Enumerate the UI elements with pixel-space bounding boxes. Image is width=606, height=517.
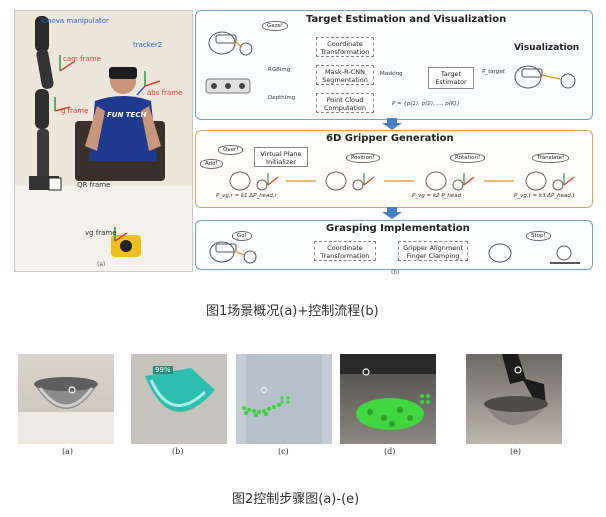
panel-gripper-generation: 6D Gripper Generation Over! Add! Virtual… xyxy=(195,130,593,208)
panel-title-target: Target Estimation and Visualization xyxy=(306,14,507,25)
viz-head-icon xyxy=(514,65,576,89)
cam-frame-label: cam frame xyxy=(63,55,101,63)
rgbimg-label: RGBimg xyxy=(268,67,291,73)
bowl-image xyxy=(18,377,114,444)
panel-grasping: Grasping Implementation Go! Coordinate T… xyxy=(195,220,593,270)
subfig-label-d: (d) xyxy=(384,447,396,456)
head-icon xyxy=(209,241,257,264)
box-target-estimator: Target Estimator xyxy=(428,67,474,89)
figure1-caption: 图1场景概况(a)+控制流程(b) xyxy=(206,304,379,319)
step-photo-c xyxy=(236,354,332,444)
masking-label: Masking xyxy=(380,71,403,77)
subfig-label-b: (b) xyxy=(172,447,184,456)
final-grasp-icons xyxy=(488,243,580,264)
point-cloud-image xyxy=(242,354,322,444)
bubble-position: Position! xyxy=(346,153,380,163)
panel-title-grasping: Grasping Implementation xyxy=(326,223,470,234)
bubble-gaze: Gaze! xyxy=(262,21,289,31)
box-coordinate-transformation: Coordinate Transformation xyxy=(316,37,374,57)
box-gripper-alignment: Gripper Alignment Finger Clamping xyxy=(398,241,468,261)
subfig-label-c: (c) xyxy=(278,447,289,456)
box-coordinate-transformation-2: Coordinate Transformation xyxy=(314,241,376,261)
gripper-sequence-icons xyxy=(229,171,575,191)
g-frame-label: g frame xyxy=(61,107,89,115)
tracker-label: tracker2 xyxy=(133,41,163,49)
bubble-stop: Stop! xyxy=(526,231,551,241)
segmented-bowl-image xyxy=(145,368,215,412)
subfig-a-label: (a) xyxy=(97,261,106,268)
depth-camera-icon xyxy=(205,78,251,94)
step-photo-a xyxy=(18,354,114,444)
step-photo-d xyxy=(340,354,436,444)
gripper-candidates-image xyxy=(340,354,436,430)
figure2-caption: 图2控制步骤图(a)-(e) xyxy=(232,492,360,507)
bubble-go: Go! xyxy=(232,231,252,241)
confidence-badge: 99% xyxy=(153,366,173,374)
scene-photo: kinova manipulator tracker2 cam frame ab… xyxy=(14,10,193,272)
box-virtual-plane: Virtual Plane Initializer xyxy=(254,147,308,167)
kinova-label: kinova manipulator xyxy=(41,17,109,25)
visualization-title: Visualization xyxy=(514,43,580,53)
box-maskrcnn: Mask-R-CNN Segmentation xyxy=(316,65,374,85)
formula-rotation: P_vg,r = k1 ΔP_head,r xyxy=(216,193,277,199)
grasping-bowl-image xyxy=(484,354,548,425)
panel-target-estimation: Target Estimation and Visualization Gaze… xyxy=(195,10,593,120)
box-pointcloud: Point Cloud Computation xyxy=(316,93,374,113)
bubble-rotation: Rotation! xyxy=(450,153,486,163)
down-arrow-icon xyxy=(382,207,402,219)
down-arrow-icon xyxy=(382,118,402,130)
head-icon xyxy=(208,31,253,56)
bubble-over: Over! xyxy=(218,145,244,155)
bubble-add: Add! xyxy=(200,159,223,169)
vg-frame-label: vg frame xyxy=(85,229,117,237)
control-flow-diagram: Target Estimation and Visualization Gaze… xyxy=(195,10,593,276)
shirt-text: FUN TECH xyxy=(107,111,147,119)
formula-position: P_vg = k2 P_head xyxy=(412,193,462,199)
qr-frame-label: QR frame xyxy=(77,181,111,189)
step-photo-b: 99% xyxy=(131,354,227,444)
abs-frame-label: abs frame xyxy=(147,89,183,97)
panel-title-gripper: 6D Gripper Generation xyxy=(326,133,454,144)
bubble-translate: Translate! xyxy=(532,153,570,163)
scene-illustration xyxy=(15,11,192,271)
step-photo-e xyxy=(466,354,562,444)
subfig-label-a: (a) xyxy=(62,447,74,456)
subfig-label-e: (e) xyxy=(510,447,521,456)
subfig-b-label: (b) xyxy=(391,269,400,276)
depthimg-label: DepthImg xyxy=(268,95,296,101)
p-target-label: P_target xyxy=(482,69,505,75)
formula-translate: P_vg,t = k3 ΔP_head,t xyxy=(514,193,575,199)
point-set-formula: P = {p(1), p(2), ..., p(K)} xyxy=(392,101,461,107)
